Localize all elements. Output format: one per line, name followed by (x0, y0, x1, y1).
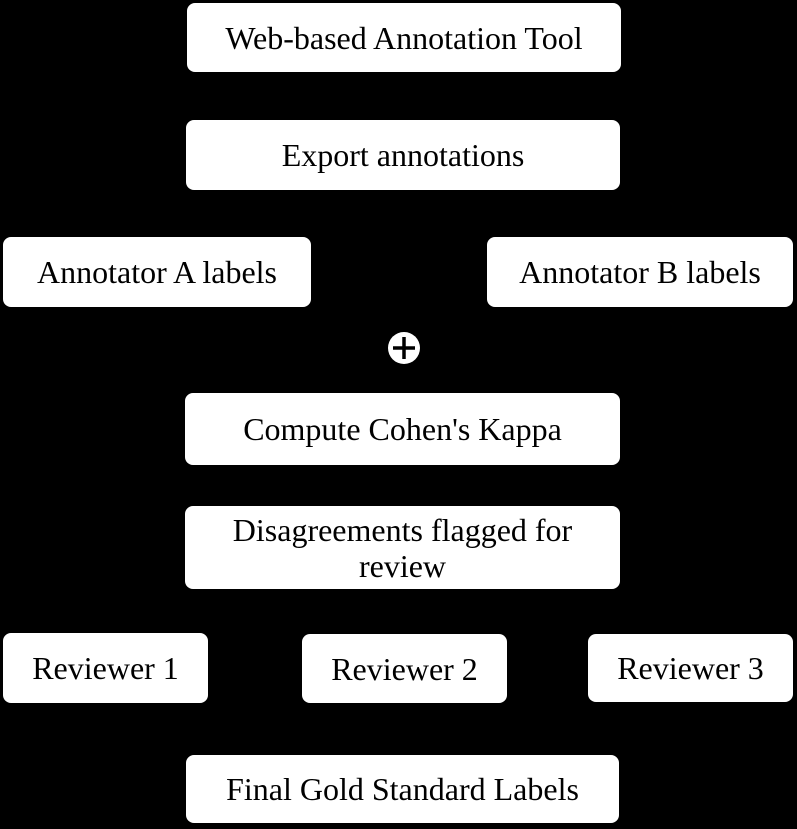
node-compute-cohens-kappa: Compute Cohen's Kappa (185, 393, 620, 465)
node-disagreements-flagged: Disagreements flagged for review (185, 506, 620, 589)
node-annotator-b-labels: Annotator B labels (487, 237, 793, 307)
node-reviewer-2: Reviewer 2 (302, 634, 507, 703)
node-reviewer-3: Reviewer 3 (588, 634, 793, 702)
node-reviewer-1: Reviewer 1 (3, 633, 208, 703)
node-web-based-annotation-tool: Web-based Annotation Tool (187, 3, 621, 72)
node-final-gold-standard-labels: Final Gold Standard Labels (186, 755, 619, 823)
merge-plus-circle-icon (388, 332, 420, 364)
node-annotator-a-labels: Annotator A labels (3, 237, 311, 307)
node-export-annotations: Export annotations (186, 120, 620, 190)
